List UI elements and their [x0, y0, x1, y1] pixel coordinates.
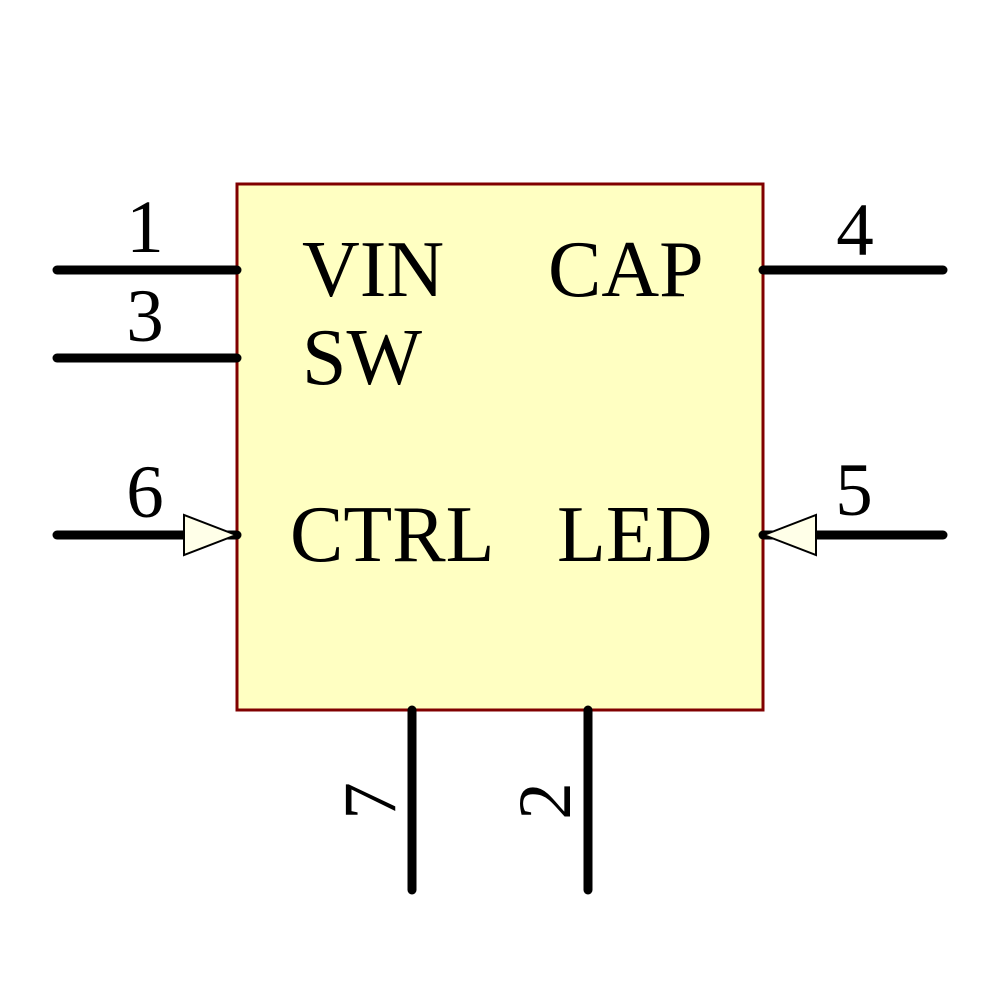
pin-number-3: 3: [126, 275, 164, 358]
pin-number-2: 2: [504, 782, 587, 820]
pin-number-6: 6: [126, 451, 164, 534]
pin-name-sw: SW: [302, 314, 422, 402]
pin-number-1: 1: [126, 186, 164, 269]
pin-name-led: LED: [557, 491, 713, 579]
input-arrow-icon-pin6: [183, 513, 239, 557]
pin-name-vin: VIN: [302, 226, 444, 314]
pin-name-ctrl: CTRL: [290, 491, 494, 579]
symbol-body: [235, 182, 765, 712]
input-arrow-icon-pin5: [761, 513, 817, 557]
pin-name-cap: CAP: [548, 226, 704, 314]
pin-number-5: 5: [835, 449, 873, 532]
pin-number-4: 4: [836, 189, 874, 272]
pin-number-7: 7: [329, 782, 412, 820]
